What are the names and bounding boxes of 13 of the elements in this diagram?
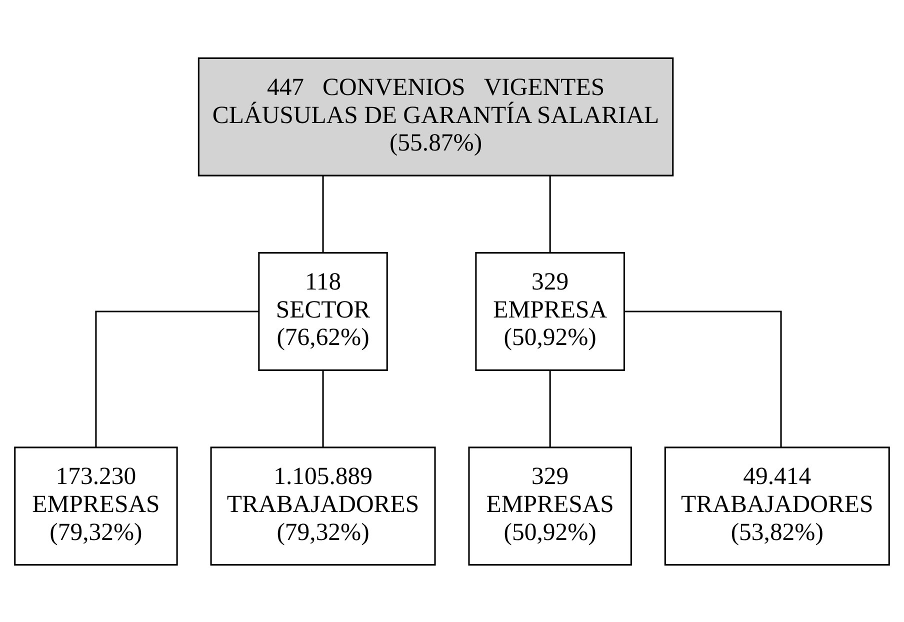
node-box: 173.230 EMPRESAS (79,32%) [14,446,178,566]
connector [322,175,324,252]
connector [95,310,259,447]
connector [549,175,551,252]
node-box: 329 EMPRESA (50,92%) [475,252,625,370]
node-box: 447 CONVENIOS VIGENTES CLÁUSULAS DE GARANTÍA SALARIAL (55.87%) [198,56,674,176]
connector [549,370,551,447]
connector [322,370,324,447]
connector [624,310,782,447]
node-box: 118 SECTOR (76,62%) [258,252,388,370]
node-box: 49.414 TRABAJADORES (53,82%) [664,446,890,566]
node-box: 329 EMPRESAS (50,92%) [468,446,632,566]
node-box: 1.105.889 TRABAJADORES (79,32%) [210,446,436,566]
